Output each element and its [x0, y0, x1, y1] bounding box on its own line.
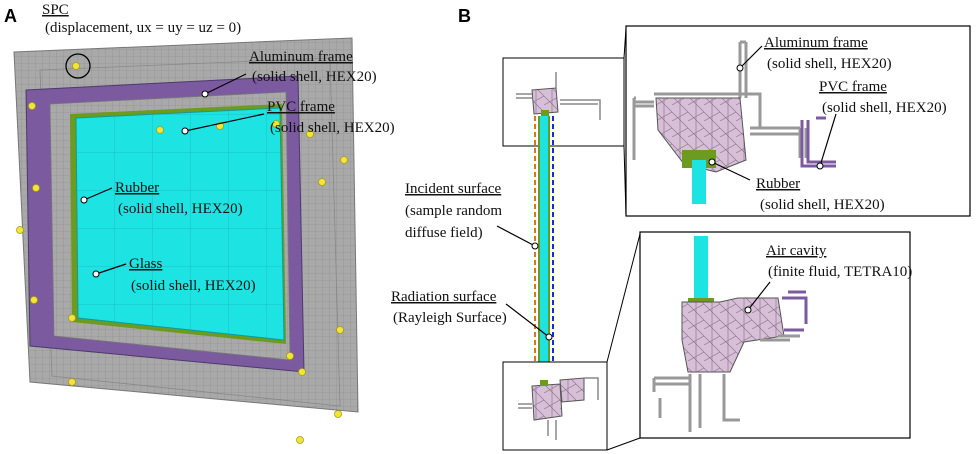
a-rubber-desc: (solid shell, HEX20) — [118, 201, 243, 217]
b-air-title: Air cavity — [766, 243, 827, 259]
a-rubber-title: Rubber — [115, 180, 159, 196]
b-aluminum-desc: (solid shell, HEX20) — [767, 56, 892, 72]
b-rubber-desc: (solid shell, HEX20) — [760, 197, 885, 213]
a-aluminum-desc: (solid shell, HEX20) — [252, 69, 377, 85]
radiation-title: Radiation surface — [391, 289, 497, 305]
incident-title: Incident surface — [405, 181, 502, 197]
panel-a-letter: A — [4, 6, 17, 26]
b-pvc-desc: (solid shell, HEX20) — [822, 100, 947, 116]
bolt-points — [16, 62, 348, 444]
glass-pane-shape — [75, 107, 285, 341]
top-zoom-section — [632, 40, 836, 204]
b-aluminum-title: Aluminum frame — [764, 35, 868, 51]
panel-b-letter: B — [458, 6, 471, 26]
bottom-zoom-section — [652, 236, 808, 432]
a-pvc-title: PVC frame — [267, 99, 335, 115]
top-section-small — [516, 72, 601, 120]
b-air-desc: (finite fluid, TETRA10) — [768, 264, 912, 280]
b-pvc-title: PVC frame — [819, 79, 887, 95]
bottom-section-small — [518, 377, 599, 440]
b-rubber-title: Rubber — [756, 176, 800, 192]
a-aluminum-title: Aluminum frame — [249, 49, 353, 65]
a-glass-desc: (solid shell, HEX20) — [131, 278, 256, 294]
spc-title: SPC — [42, 2, 69, 18]
incident-desc-2: diffuse field) — [405, 225, 483, 241]
spc-desc: (displacement, ux = uy = uz = 0) — [45, 20, 241, 36]
glass-vertical-section — [534, 116, 554, 386]
top-detail-box — [502, 57, 625, 147]
window-3d-model — [13, 37, 359, 444]
spc-highlight-circle — [65, 53, 91, 79]
a-glass-title: Glass — [129, 256, 162, 272]
incident-desc-1: (sample random — [405, 203, 502, 219]
radiation-desc: (Rayleigh Surface) — [393, 310, 507, 326]
a-pvc-desc: (solid shell, HEX20) — [270, 120, 395, 136]
